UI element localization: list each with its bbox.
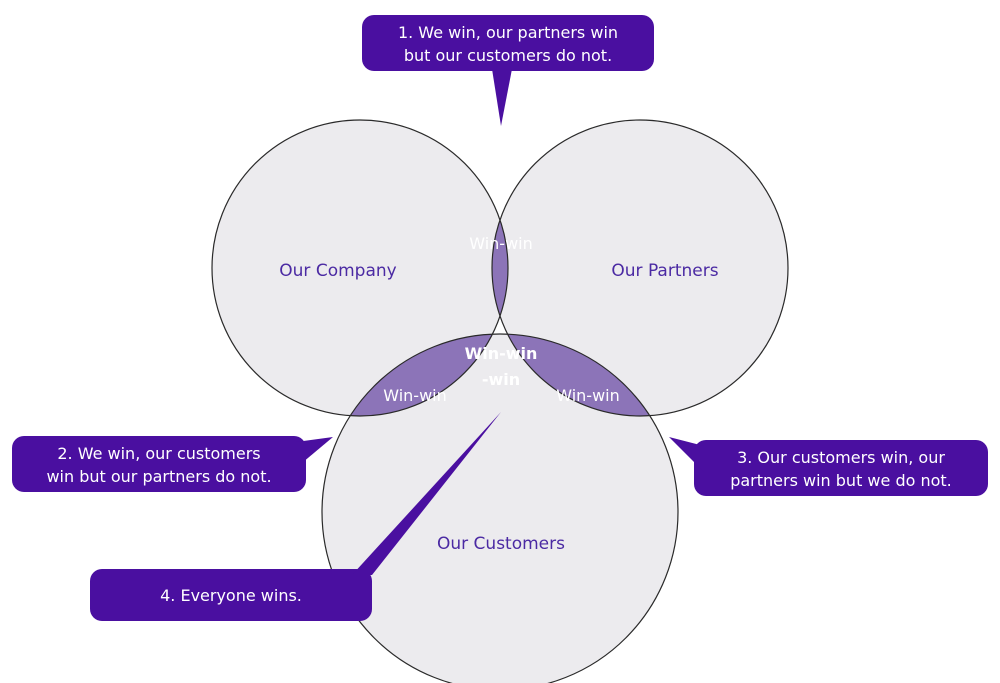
outline-our-customers (321, 333, 679, 683)
label-our-company: Our Company (279, 261, 396, 281)
callout-2-line1: 2. We win, our customers (57, 444, 260, 463)
label-win-win-company-customers: Win-win (383, 386, 447, 405)
label-our-partners: Our Partners (611, 261, 718, 281)
callout-1: 1. We win, our partners win but our cust… (362, 15, 654, 126)
label-win-win-win-line2: -win (482, 370, 520, 389)
callout-2-line2: win but our partners do not. (46, 467, 271, 486)
outline-our-partners (491, 119, 789, 417)
callout-1-line2: but our customers do not. (404, 46, 612, 65)
circle-our-company (212, 120, 508, 416)
callout-1-line1: 1. We win, our partners win (398, 23, 618, 42)
circle-our-partners (492, 120, 788, 416)
outline-our-company (211, 119, 509, 417)
callout-4-line1: 4. Everyone wins. (160, 586, 302, 605)
label-win-win-win-line1: Win-win (465, 344, 538, 363)
label-win-win-company-partners: Win-win (469, 234, 533, 253)
callout-4: 4. Everyone wins. (90, 412, 501, 621)
label-win-win-partners-customers: Win-win (556, 386, 620, 405)
callout-3-line2: partners win but we do not. (730, 471, 952, 490)
callout-2: 2. We win, our customers win but our par… (12, 436, 333, 492)
callout-3: 3. Our customers win, our partners win b… (669, 437, 988, 496)
label-our-customers: Our Customers (437, 534, 565, 554)
circle-our-customers (322, 334, 678, 683)
callout-3-line1: 3. Our customers win, our (737, 448, 945, 467)
